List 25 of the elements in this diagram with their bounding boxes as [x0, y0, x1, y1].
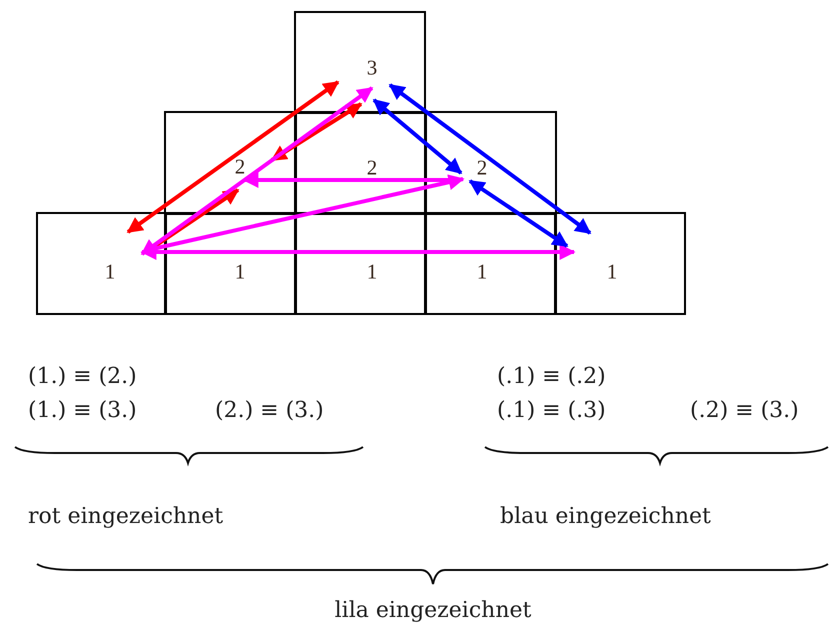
- arrow: [270, 102, 362, 162]
- arrow: [388, 83, 592, 235]
- cell-number: 3: [366, 60, 378, 76]
- arrow: [140, 86, 374, 256]
- arrow: [468, 179, 568, 248]
- cell-number: 2: [366, 160, 378, 176]
- cell-number: 1: [606, 264, 618, 280]
- brace-caption: lila eingezeichnet: [334, 598, 532, 624]
- equivalence-text: (1.) ≡ (3.): [28, 398, 137, 424]
- arrow: [372, 98, 462, 175]
- arrow: [140, 244, 576, 260]
- equivalence-text: (2.) ≡ (3.): [215, 398, 324, 424]
- cell-number: 1: [234, 264, 246, 280]
- cell-number: 1: [366, 264, 378, 280]
- equivalence-text: (.2) ≡ (3.): [690, 398, 799, 424]
- equivalence-text: (.1) ≡ (.2): [497, 364, 606, 390]
- equivalence-text: (.1) ≡ (.3): [497, 398, 606, 424]
- cell-number: 2: [234, 158, 246, 176]
- brace-caption: blau eingezeichnet: [500, 504, 711, 530]
- cell-number: 1: [104, 264, 116, 280]
- cell-number: 1: [476, 264, 488, 280]
- arrow: [126, 80, 340, 234]
- cell-number: 2: [476, 160, 488, 176]
- brace-caption: rot eingezeichnet: [28, 504, 224, 530]
- equivalence-text: (1.) ≡ (2.): [28, 364, 137, 390]
